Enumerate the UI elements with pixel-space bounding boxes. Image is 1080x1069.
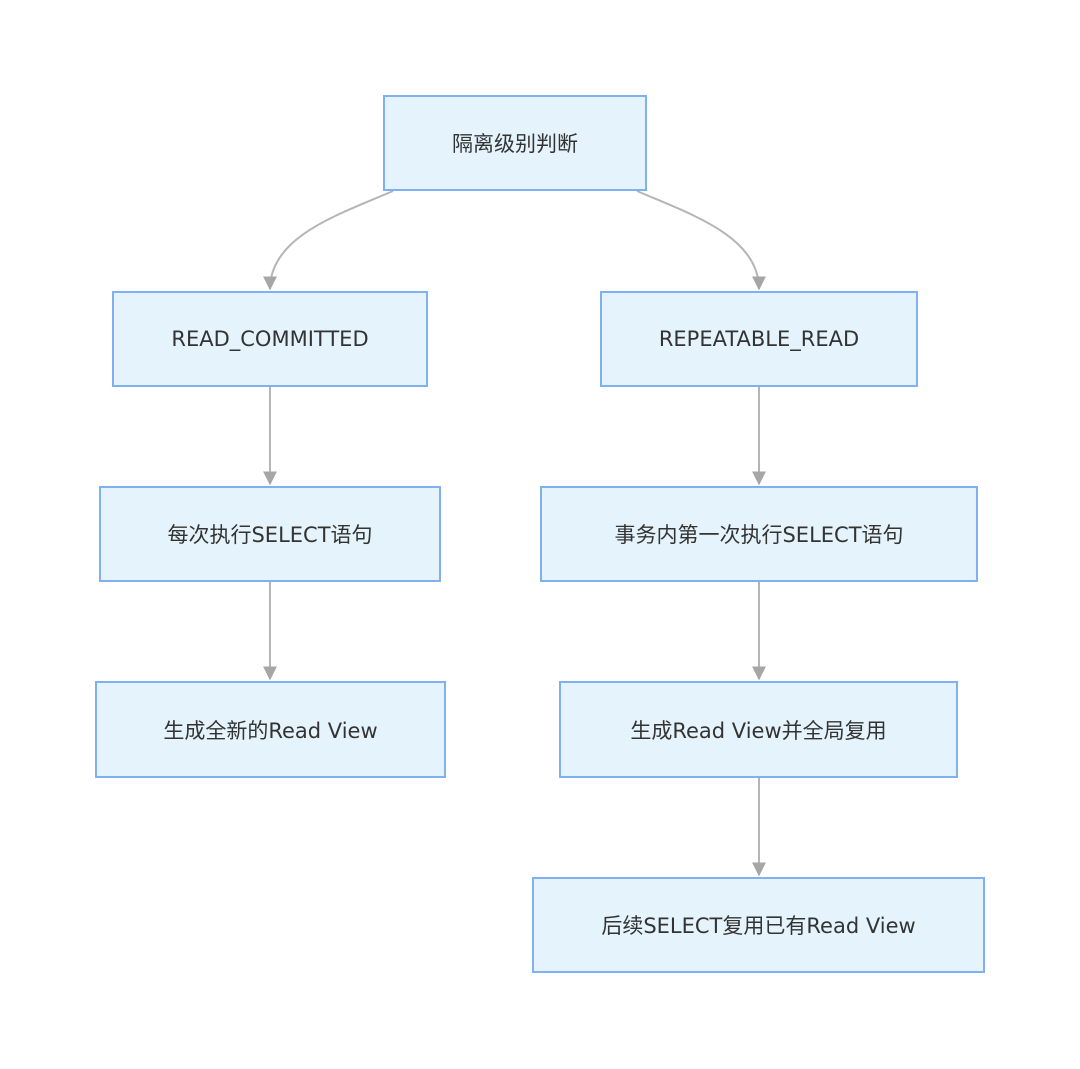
node-label: 事务内第一次执行SELECT语句 <box>614 523 904 547</box>
node-rc-new-read-view: 生成全新的Read View <box>95 681 446 778</box>
node-label: 后续SELECT复用已有Read View <box>601 914 916 938</box>
node-isolation-level-check: 隔离级别判断 <box>383 95 647 191</box>
node-read-committed: READ_COMMITTED <box>112 291 428 387</box>
edge-root-to-repeatable-read <box>636 190 766 291</box>
node-rc-each-select: 每次执行SELECT语句 <box>99 486 441 582</box>
node-label: READ_COMMITTED <box>171 327 369 351</box>
node-label: 生成全新的Read View <box>163 718 378 743</box>
node-label: REPEATABLE_READ <box>658 327 860 351</box>
node-rr-generate-read-view: 生成Read View并全局复用 <box>559 681 958 778</box>
edge-root-to-read-committed <box>263 190 394 291</box>
node-label: 生成Read View并全局复用 <box>630 718 887 743</box>
node-label: 每次执行SELECT语句 <box>167 523 373 547</box>
node-rr-reuse-read-view: 后续SELECT复用已有Read View <box>532 877 985 973</box>
node-repeatable-read: REPEATABLE_READ <box>600 291 918 387</box>
node-label: 隔离级别判断 <box>452 132 578 156</box>
node-rr-first-select: 事务内第一次执行SELECT语句 <box>540 486 978 582</box>
